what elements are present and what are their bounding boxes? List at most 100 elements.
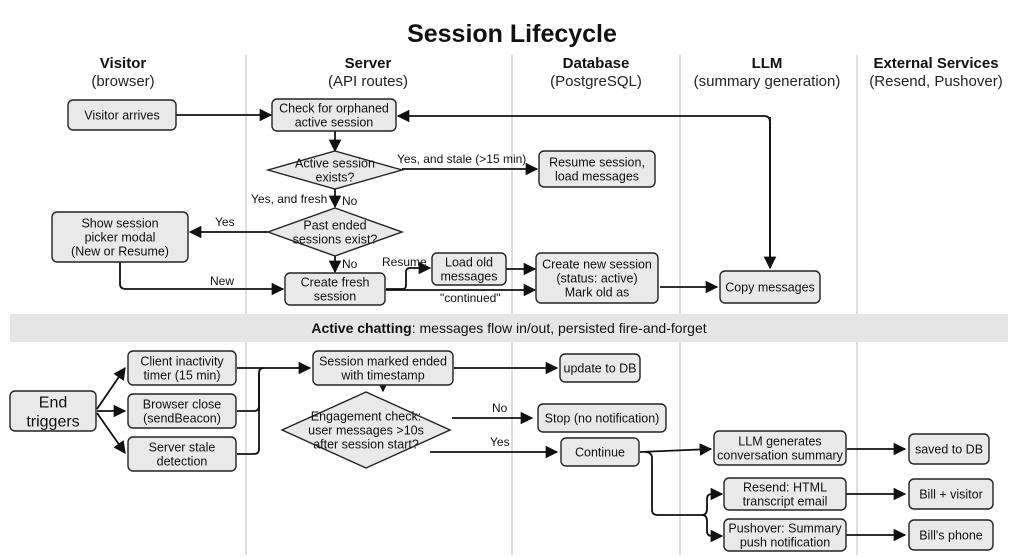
process-box	[559, 353, 641, 383]
node-label: Visitor arrives	[84, 109, 159, 123]
node-label: Stop (no notification)	[545, 412, 660, 426]
node-engagement-check: Engagement check:user messages >10safter…	[280, 391, 452, 469]
node-label: (sendBeacon)	[143, 412, 221, 426]
node-label: Past ended	[303, 219, 366, 233]
node-label: Create new session	[542, 258, 652, 272]
node-label: Mark old as	[565, 286, 630, 300]
lane-subtitle-visitor: (browser)	[91, 73, 154, 90]
process-box	[713, 430, 847, 466]
node-label: Copy messages	[725, 281, 815, 295]
edge-label-eng-no: No	[492, 401, 508, 415]
lane-title-server: Server	[345, 55, 392, 72]
process-box	[127, 393, 237, 429]
process-box	[535, 252, 659, 304]
node-label: Bill + visitor	[919, 488, 983, 502]
node-label: load messages	[555, 170, 639, 184]
edge-copy-back-to-check	[396, 109, 771, 268]
node-saved-db: saved to DB	[908, 433, 990, 465]
node-label: Continue	[575, 446, 625, 460]
node-label: conversation summary	[717, 449, 843, 463]
active-chatting-text: Active chatting: messages flow in/out, p…	[311, 320, 706, 336]
process-box	[719, 270, 821, 304]
node-label: timer (15 min)	[143, 369, 220, 383]
node-label: push notification	[740, 536, 830, 550]
node-label: picker modal	[85, 231, 156, 245]
lane-subtitle-external: (Resend, Pushover)	[869, 73, 1002, 90]
node-label: saved to DB	[915, 443, 983, 457]
edge-label-continued: "continued"	[440, 291, 501, 305]
node-label: Check for orphaned	[279, 102, 389, 116]
process-box	[127, 350, 237, 386]
edge-continue-branch	[644, 451, 702, 516]
lane-title-external: External Services	[873, 55, 998, 72]
process-box	[312, 350, 454, 386]
node-label: Session marked ended	[319, 355, 447, 369]
edges	[96, 108, 907, 543]
decision-diamond	[265, 150, 405, 190]
process-box	[127, 436, 237, 472]
node-continue: Continue	[560, 437, 640, 467]
process-box	[538, 150, 656, 188]
process-box	[9, 390, 97, 432]
node-label: Engagement check:	[311, 410, 422, 424]
process-box	[284, 272, 386, 306]
process-box	[431, 252, 507, 286]
node-label: End	[39, 395, 67, 412]
node-bills-phone: Bill's phone	[908, 519, 994, 551]
node-label: Resend: HTML	[743, 481, 827, 495]
node-label: sessions exist?	[293, 233, 378, 247]
node-label: session	[314, 290, 356, 304]
node-label: triggers	[26, 414, 79, 431]
edge-label-new: New	[210, 274, 234, 288]
lane-subtitle-database: (PostgreSQL)	[550, 73, 642, 90]
node-label: detection	[157, 455, 208, 469]
node-label: Active session	[295, 157, 375, 171]
process-box	[908, 433, 990, 465]
edge-resume-to-load-old	[386, 261, 432, 290]
process-box	[67, 99, 177, 131]
edge-label-no2: No	[342, 257, 358, 271]
lane-subtitle-llm: (summary generation)	[694, 73, 841, 90]
node-label: update to DB	[564, 362, 637, 376]
lane-title-database: Database	[563, 55, 630, 72]
process-box	[271, 98, 397, 132]
node-bill-visitor: Bill + visitor	[908, 478, 994, 510]
node-end-triggers: End triggers	[9, 390, 97, 432]
process-box	[723, 477, 847, 511]
nodes: Visitor arrives Check for orphanedactive …	[9, 98, 994, 552]
edge-end-to-stale	[96, 412, 126, 455]
edge-close-merge	[237, 367, 265, 412]
lane-subtitle-server: (API routes)	[328, 73, 408, 90]
edge-label-fresh: Yes, and fresh	[251, 192, 327, 206]
active-chatting-band	[10, 314, 1008, 342]
edge-label-resume: Resume	[382, 255, 427, 269]
node-visitor-arrives: Visitor arrives	[67, 99, 177, 131]
lane-title-llm: LLM	[752, 55, 783, 72]
node-label: Pushover: Summary	[728, 522, 842, 536]
node-label: user messages >10s	[308, 424, 424, 438]
edge-branch-to-pushover	[701, 514, 724, 543]
lane-title-visitor: Visitor	[100, 55, 147, 72]
node-label: Server stale	[149, 441, 216, 455]
node-create-new: Create new session(status: active)Mark o…	[535, 252, 659, 304]
node-label: LLM generates	[738, 435, 821, 449]
node-update-db: update to DB	[559, 353, 641, 383]
decision-diamond	[265, 207, 405, 257]
process-box	[723, 518, 847, 552]
node-browser-close: Browser close(sendBeacon)	[127, 393, 237, 429]
node-label: Load old	[445, 256, 493, 270]
edge-continue-to-llm	[639, 443, 713, 456]
process-box	[537, 403, 667, 433]
node-label: messages	[441, 270, 498, 284]
